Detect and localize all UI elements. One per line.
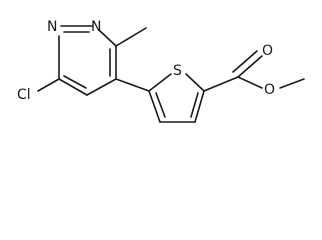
bond-ring-link xyxy=(115,78,150,92)
molecule-structure: N N Cl S O O xyxy=(17,19,305,123)
bond-s-c5 xyxy=(185,73,205,92)
atom-o-ester: O xyxy=(264,82,275,98)
bond-c2-s xyxy=(148,73,172,92)
structure-canvas: N N Cl S O O xyxy=(17,19,305,123)
bond-carbonyl-o-double xyxy=(232,50,258,73)
atom-cl: Cl xyxy=(17,87,31,103)
bond-c5-carbonyl xyxy=(203,76,239,92)
atom-o-carbonyl: O xyxy=(262,43,273,59)
bond-c4-c5 xyxy=(86,78,117,96)
bond-c5-c4-inner xyxy=(190,92,199,118)
atom-n1: N xyxy=(47,19,57,35)
bond-c5-c4 xyxy=(194,90,205,123)
bond-c-cl xyxy=(37,78,60,92)
bond-carbonyl-oester xyxy=(237,76,263,89)
bond-c3-c2-inner xyxy=(155,92,166,118)
bond-n2-c3 xyxy=(98,29,117,47)
bond-c5-c6 xyxy=(58,78,88,96)
atom-s: S xyxy=(173,63,182,79)
bond-c3-c2 xyxy=(148,90,161,123)
atom-n2: N xyxy=(91,19,101,35)
bond-carbonyl-o xyxy=(237,55,263,78)
bond-methyl xyxy=(115,27,147,47)
bond-c5-c6-inner xyxy=(63,75,87,89)
bond-oester-methyl xyxy=(279,78,305,89)
